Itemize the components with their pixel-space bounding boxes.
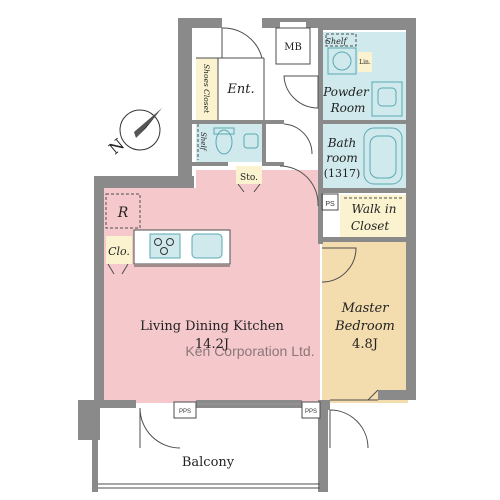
powder-room-floor	[322, 32, 406, 120]
bedroom-floor	[322, 242, 408, 403]
walkin-label-2: Closet	[351, 219, 390, 233]
pps-right-label: PPS	[305, 409, 317, 415]
detail-lines	[98, 27, 404, 489]
shelf-top-label: Shelf	[326, 37, 349, 46]
bath-label-1: Bath	[327, 136, 357, 150]
shoes-closet-floor	[196, 58, 218, 120]
toilet-floor	[196, 124, 264, 162]
ldk-floor	[104, 170, 320, 403]
toilet	[215, 129, 233, 155]
entrance-door	[221, 27, 263, 59]
watermark: Ken Corporation Ltd.	[185, 343, 314, 359]
balcony-floor	[98, 430, 320, 486]
powder-label-2: Room	[330, 101, 366, 115]
floor-fills	[98, 32, 408, 486]
pps-left-label: PPS	[179, 409, 191, 415]
closet-label: Clo.	[108, 245, 130, 258]
refrigerator-box	[105, 193, 141, 229]
storage-label: Sto.	[240, 173, 258, 183]
refrigerator-label: R	[117, 205, 129, 221]
walkin-label-1: Walk in	[352, 202, 397, 216]
bath-label-2: room	[326, 151, 358, 165]
entrance-label: Ent.	[226, 82, 254, 97]
master-label-2: Bedroom	[334, 319, 395, 334]
ldk-label: Living Dining Kitchen	[140, 319, 284, 334]
room-labels: Living Dining Kitchen 14.2J Master Bedro…	[108, 37, 396, 470]
storage-floor	[236, 166, 262, 184]
mb-box	[275, 27, 311, 65]
lin-label: Lin.	[359, 59, 371, 66]
shelf-side-label: Shelf	[199, 132, 207, 152]
compass-ring	[119, 109, 161, 151]
balcony-label: Balcony	[182, 455, 235, 470]
lin-floor	[358, 52, 372, 72]
bath-size: (1317)	[324, 167, 361, 180]
ldk-size: 14.2J	[195, 337, 229, 352]
walkin-closet-floor	[340, 195, 406, 237]
powder-label-1: Powder	[322, 85, 370, 99]
compass-label: N	[105, 135, 128, 159]
master-size: 4.8J	[352, 337, 378, 352]
master-label-1: Master	[341, 301, 390, 316]
closet-floor	[106, 236, 132, 264]
north-compass: N	[105, 108, 162, 158]
bedroom-door	[321, 247, 357, 283]
ps-label: PS	[325, 201, 335, 208]
shoes-closet-label: Shoes Closet	[202, 64, 211, 114]
mb-label: MB	[284, 42, 302, 53]
bathtub	[363, 127, 403, 185]
